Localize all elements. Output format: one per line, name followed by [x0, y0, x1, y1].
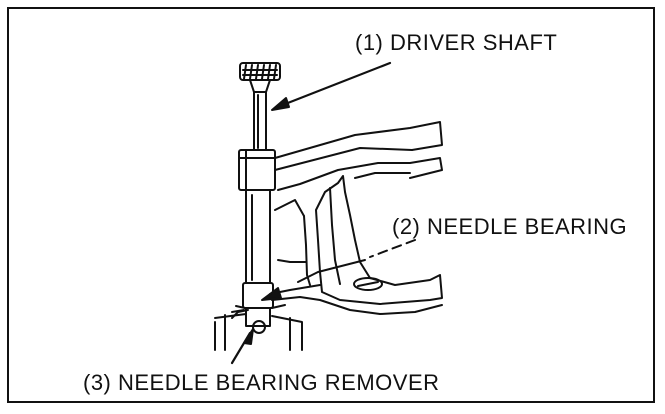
callout-leaders [230, 61, 416, 365]
driver-shaft [231, 62, 286, 334]
needle-bearing-remover-label: (3) NEEDLE BEARING REMOVER [83, 370, 440, 395]
driver-shaft-label: (1) DRIVER SHAFT [355, 30, 558, 55]
support-block [214, 309, 303, 351]
needle-bearing-label: (2) NEEDLE BEARING [392, 214, 628, 239]
